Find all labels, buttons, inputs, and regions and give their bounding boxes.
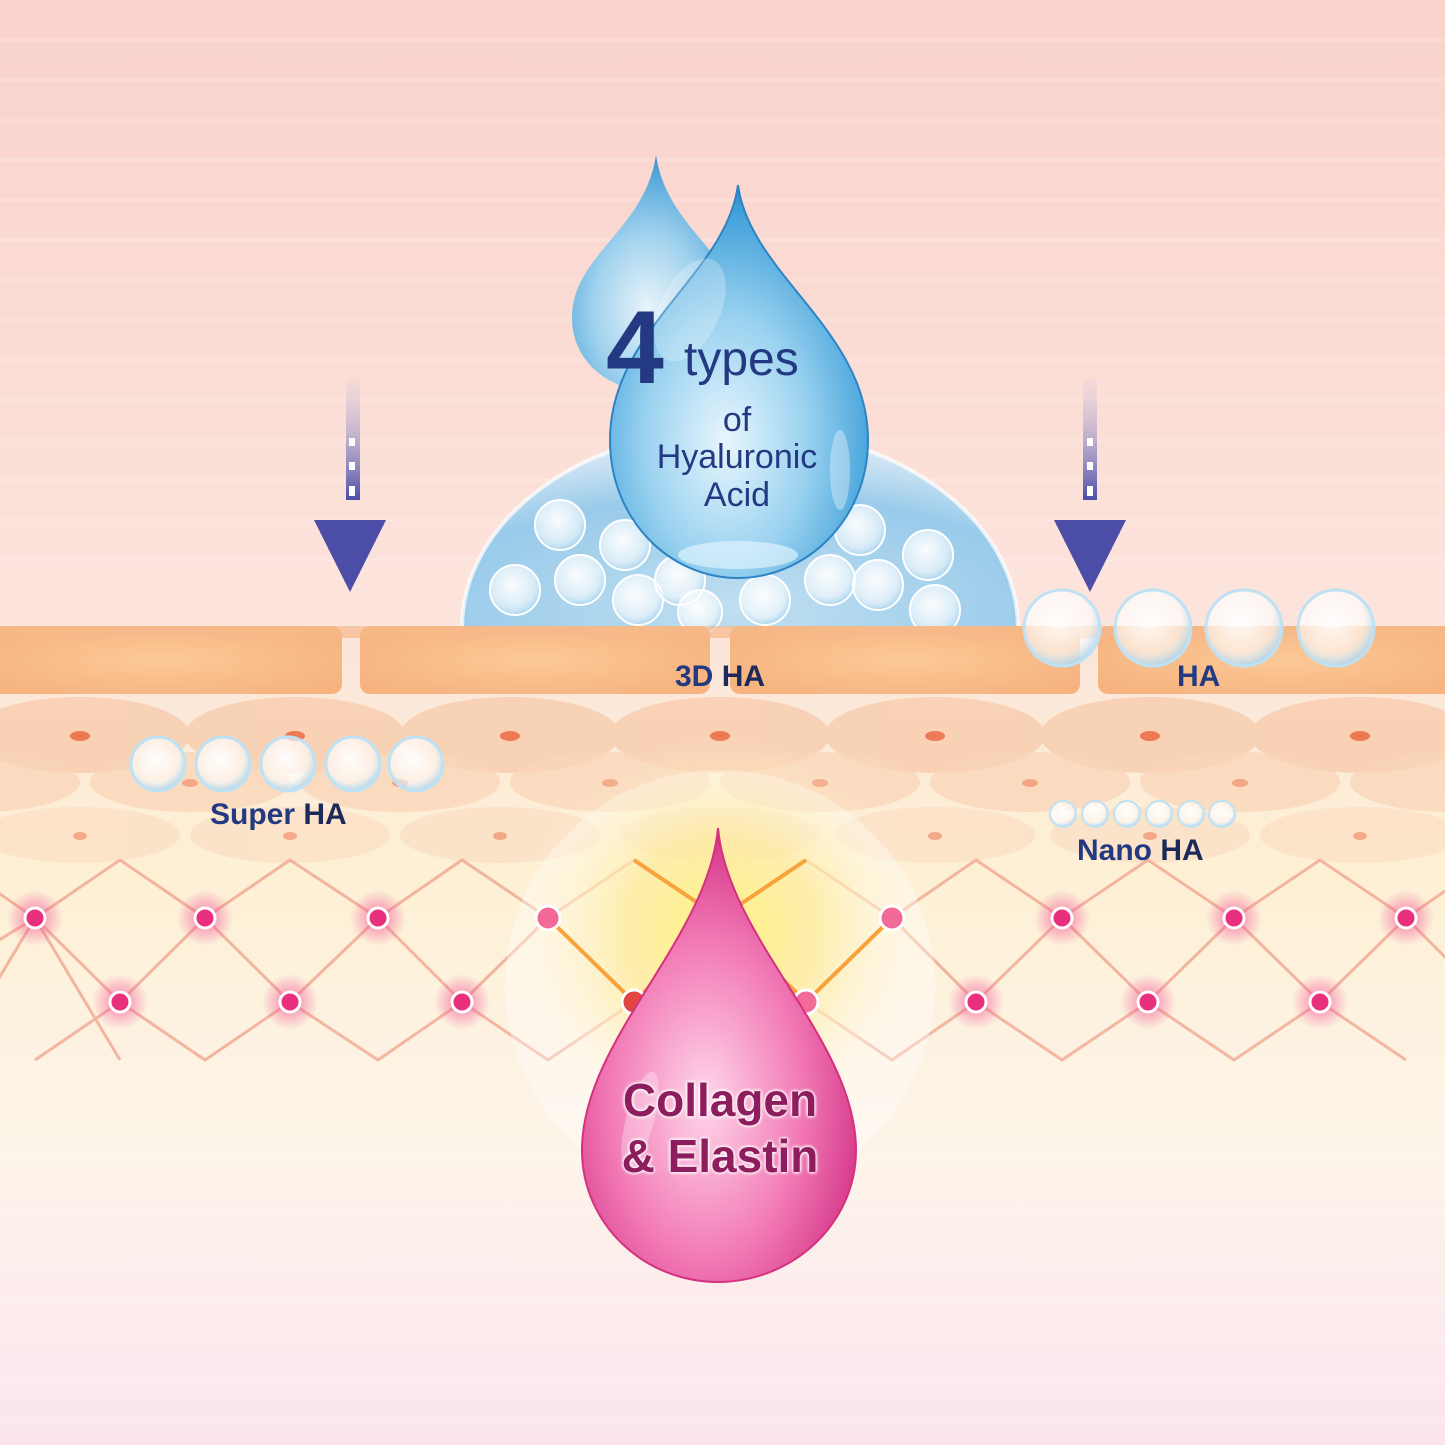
collagen-node-icon: [878, 904, 906, 932]
ha-label-text: HA: [1177, 660, 1221, 693]
ha-sphere-icon: [1145, 800, 1173, 828]
ha-sphere-icon: [1113, 588, 1193, 668]
collagen-node-icon: [1034, 890, 1090, 946]
super-ha-label-prefix: Super: [210, 798, 296, 831]
collagen-node-icon: [534, 904, 562, 932]
ha-sphere-icon: [1049, 800, 1077, 828]
ha-name-line1: Hyaluronic: [656, 438, 818, 476]
ha-sphere-icon: [1081, 800, 1109, 828]
nano-ha-label-suffix: HA: [1160, 834, 1204, 867]
nano-ha-spheres: [1049, 800, 1236, 828]
ha-types-word: types: [684, 333, 799, 386]
down-arrow-icon: [314, 380, 386, 592]
collagen-elastin-text: Collagen & Elastin: [560, 1072, 880, 1184]
ha-spheres: [1022, 588, 1376, 668]
super-ha-label: Super HA: [210, 798, 347, 832]
collagen-node-icon: [1120, 974, 1176, 1030]
collagen-line: Collagen: [622, 1074, 818, 1126]
ha-sphere-icon: [1022, 588, 1102, 668]
collagen-drop-icon: [580, 827, 858, 1284]
collagen-node-icon: [7, 890, 63, 946]
collagen-node-icon: [177, 890, 233, 946]
super-ha-label-suffix: HA: [303, 798, 347, 831]
collagen-node-icon: [92, 974, 148, 1030]
ha-sphere-icon: [1296, 588, 1376, 668]
down-arrow-icon: [1054, 380, 1126, 592]
collagen-node-icon: [1206, 890, 1262, 946]
collagen-node-icon: [1378, 890, 1434, 946]
ha-label: HA: [1177, 660, 1220, 694]
ha-sphere-icon: [259, 735, 317, 793]
nano-ha-label: Nano HA: [1077, 834, 1204, 868]
ha-sphere-icon: [1204, 588, 1284, 668]
3d-ha-label-suffix: HA: [721, 660, 766, 693]
collagen-node-icon: [262, 974, 318, 1030]
elastin-line: & Elastin: [621, 1130, 819, 1182]
super-ha-spheres: [129, 735, 445, 793]
ha-sphere-icon: [387, 735, 445, 793]
ha-sphere-icon: [1113, 800, 1141, 828]
ha-sphere-icon: [129, 735, 187, 793]
ha-sphere-icon: [1177, 800, 1205, 828]
nano-ha-label-prefix: Nano: [1077, 834, 1152, 867]
3d-ha-label-prefix: 3D: [675, 660, 714, 693]
collagen-node-icon: [434, 974, 490, 1030]
collagen-node-icon: [1292, 974, 1348, 1030]
ha-sphere-icon: [324, 735, 382, 793]
ha-sphere-icon: [1208, 800, 1236, 828]
ha-sphere-icon: [194, 735, 252, 793]
ha-name: Hyaluronic Acid: [612, 438, 862, 514]
ha-of-word: of: [722, 401, 752, 439]
ha-types-number: 4: [606, 290, 664, 406]
collagen-node-icon: [948, 974, 1004, 1030]
ha-water-drop-icon: [572, 155, 870, 580]
collagen-node-icon: [350, 890, 406, 946]
3d-ha-label: 3D HA: [675, 660, 765, 694]
ha-name-line2: Acid: [703, 476, 771, 514]
